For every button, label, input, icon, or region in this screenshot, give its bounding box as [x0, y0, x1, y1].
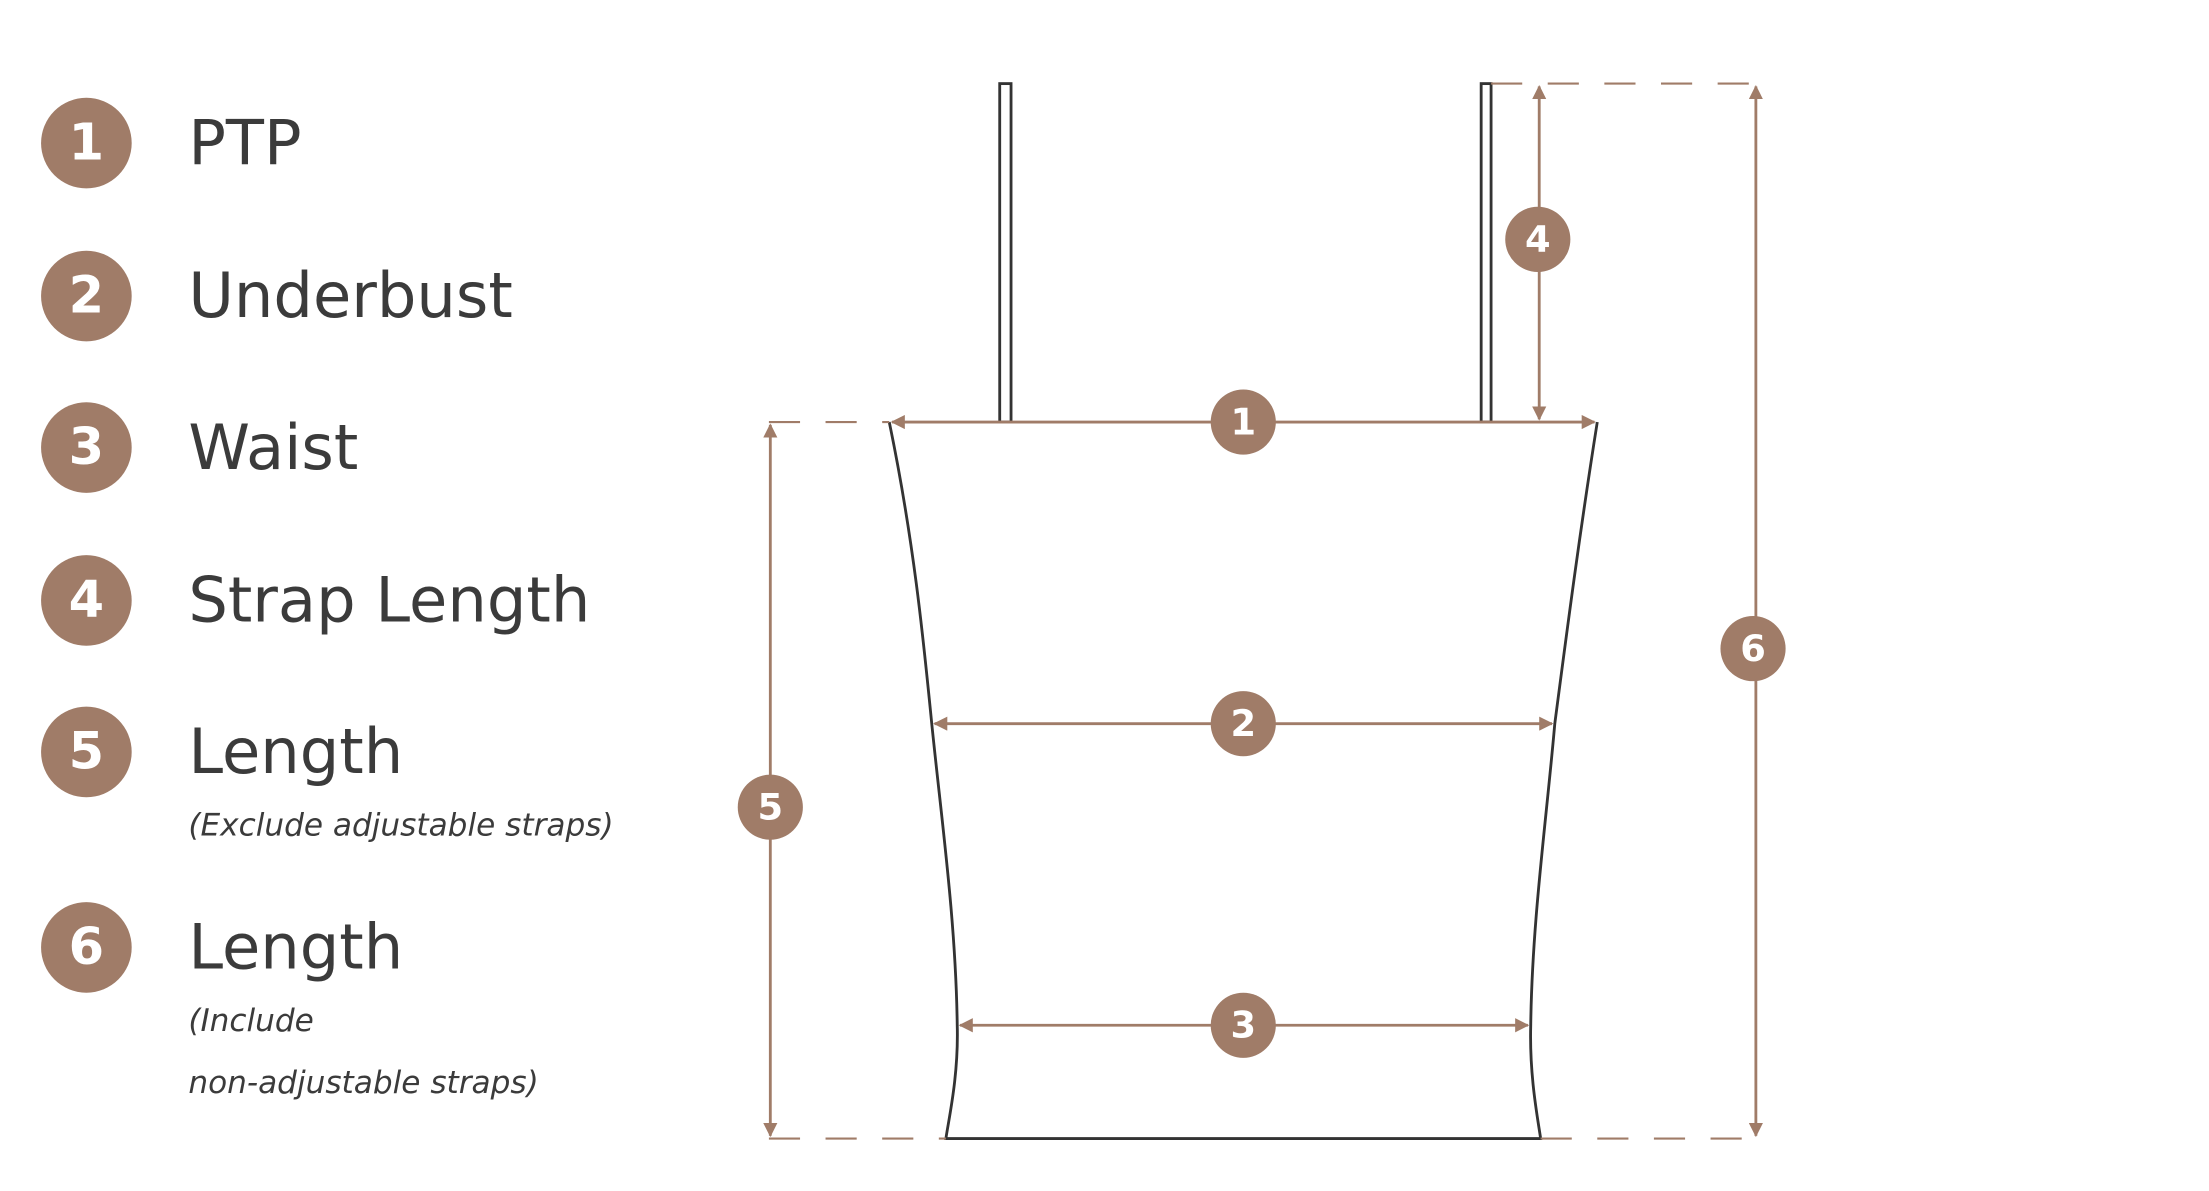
- guide-lines: [768, 82, 1756, 1140]
- svg-text:3: 3: [1230, 1004, 1256, 1047]
- svg-text:2: 2: [1230, 702, 1256, 745]
- legend-item-length-exclude: 5 Length (Exclude adjustable straps): [41, 706, 614, 844]
- legend-label: PTP: [188, 106, 301, 179]
- measurement-arrows: [763, 85, 1763, 1138]
- legend-item-length-include: 6 Length (Include non-adjustable straps): [41, 902, 539, 1101]
- badge-2: [1210, 691, 1276, 757]
- badge-1: [1210, 389, 1276, 455]
- number-badge: [41, 555, 132, 646]
- badge-4: [1505, 206, 1571, 272]
- legend-label: Strap Length: [188, 564, 590, 637]
- svg-text:6: 6: [1740, 627, 1766, 670]
- right-strap: [1479, 82, 1493, 424]
- badge-5: [737, 774, 803, 840]
- garment-outline: [887, 82, 1599, 1140]
- garment-body: [887, 421, 1599, 1140]
- legend-label: Length: [188, 715, 403, 788]
- svg-text:3: 3: [69, 418, 104, 477]
- badge-3: [1210, 992, 1276, 1058]
- badge-6: [1720, 616, 1786, 682]
- svg-text:4: 4: [1525, 218, 1551, 261]
- left-strap: [998, 82, 1013, 424]
- svg-text:1: 1: [1230, 401, 1256, 444]
- legend-item-ptp: 1 PTP: [41, 97, 302, 189]
- legend-label: Length: [188, 911, 403, 984]
- number-badge: [41, 902, 132, 993]
- legend-note-line2: non-adjustable straps): [188, 1065, 538, 1101]
- legend-item-waist: 3 Waist: [41, 402, 358, 493]
- legend-label: Underbust: [188, 259, 512, 332]
- svg-text:4: 4: [69, 571, 104, 630]
- legend-item-underbust: 2 Underbust: [41, 250, 513, 342]
- svg-text:6: 6: [69, 918, 104, 977]
- legend: 1 PTP 2 Underbust 3 Waist 4 Strap Length…: [41, 97, 614, 1101]
- legend-note-line1: (Include: [188, 1003, 314, 1039]
- svg-text:2: 2: [69, 267, 104, 326]
- svg-text:5: 5: [758, 786, 784, 829]
- legend-label: Waist: [188, 411, 358, 484]
- svg-text:5: 5: [69, 722, 104, 781]
- legend-item-strap-length: 4 Strap Length: [41, 555, 590, 646]
- number-badge: [41, 706, 132, 798]
- diagram-badges: 1 2 3 4 5 6: [737, 206, 1786, 1058]
- legend-note: (Exclude adjustable straps): [188, 808, 613, 844]
- number-badge: [41, 97, 132, 189]
- svg-text:1: 1: [69, 114, 104, 173]
- number-badge: [41, 402, 132, 493]
- number-badge: [41, 250, 132, 342]
